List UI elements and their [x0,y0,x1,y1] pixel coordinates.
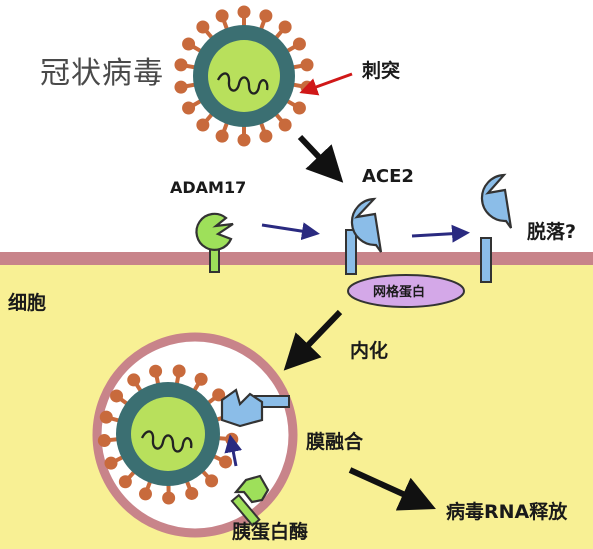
scaffold-label: 网格蛋白 [373,285,426,300]
spike-head [162,491,176,505]
shedding-label: 脱落? [527,221,577,243]
spike-head [118,475,132,489]
ace2-label: ACE2 [362,166,414,187]
spike-head [172,364,186,378]
virus-inner-spikes [97,364,239,505]
spike-head [194,372,208,386]
spike-head [259,129,273,143]
protease-label: 胰蛋白酶 [232,521,309,543]
adam17-to-ace2-arrow [261,222,320,241]
virus-inner-rna [140,430,193,453]
spike-head [205,474,219,488]
spike-head [292,101,306,115]
endocytosis-arrow [283,309,343,371]
endosome-ace2 [220,388,290,428]
cell-membrane [0,252,593,265]
spike-head [215,9,229,23]
virus-top-rna [216,72,269,95]
spike-head [174,80,188,94]
adam17-label: ADAM17 [170,178,247,197]
spike-head [97,434,111,448]
adam17-protein [195,212,234,273]
shed-ace2 [480,173,513,283]
rna-release-label: 病毒RNA释放 [446,501,568,523]
spike-head [174,58,188,72]
spike-head [237,5,251,19]
spike-pointer-arrow [299,72,353,96]
shedding-arrow [411,224,470,243]
spike-head [196,20,210,34]
spike-head [99,410,113,424]
spike-head [259,9,273,23]
protease-arrow [224,434,243,467]
virus-inner-core [131,397,205,471]
spike-head [292,37,306,51]
spike-head [182,101,196,115]
virus-top-spikes [174,5,314,147]
spike-head [212,388,226,402]
spike-label: 刺突 [362,60,401,82]
spike-head [278,20,292,34]
spike-head [138,487,152,501]
spike-head [182,37,196,51]
spike-head [215,129,229,143]
spike-head [185,486,199,500]
spike-head [110,389,124,403]
protease-protein [230,474,270,527]
spike-head [219,455,233,469]
binding-arrow [297,134,344,183]
virus-top-core [208,40,280,112]
spike-head [278,118,292,132]
endocytosis-label: 内化 [350,340,389,362]
spike-head [196,118,210,132]
spike-head [300,58,314,72]
cell-label: 细胞 [8,292,47,314]
spike-head [127,373,141,387]
spike-head [237,133,251,147]
fusion-label: 膜融合 [306,431,364,453]
title-label: 冠状病毒 [40,56,164,91]
ace2-receptor [345,197,383,275]
clathrin-scaffold [347,274,465,308]
spike-head [149,364,163,378]
spike-head [104,456,118,470]
rna-release-arrow [348,467,436,511]
